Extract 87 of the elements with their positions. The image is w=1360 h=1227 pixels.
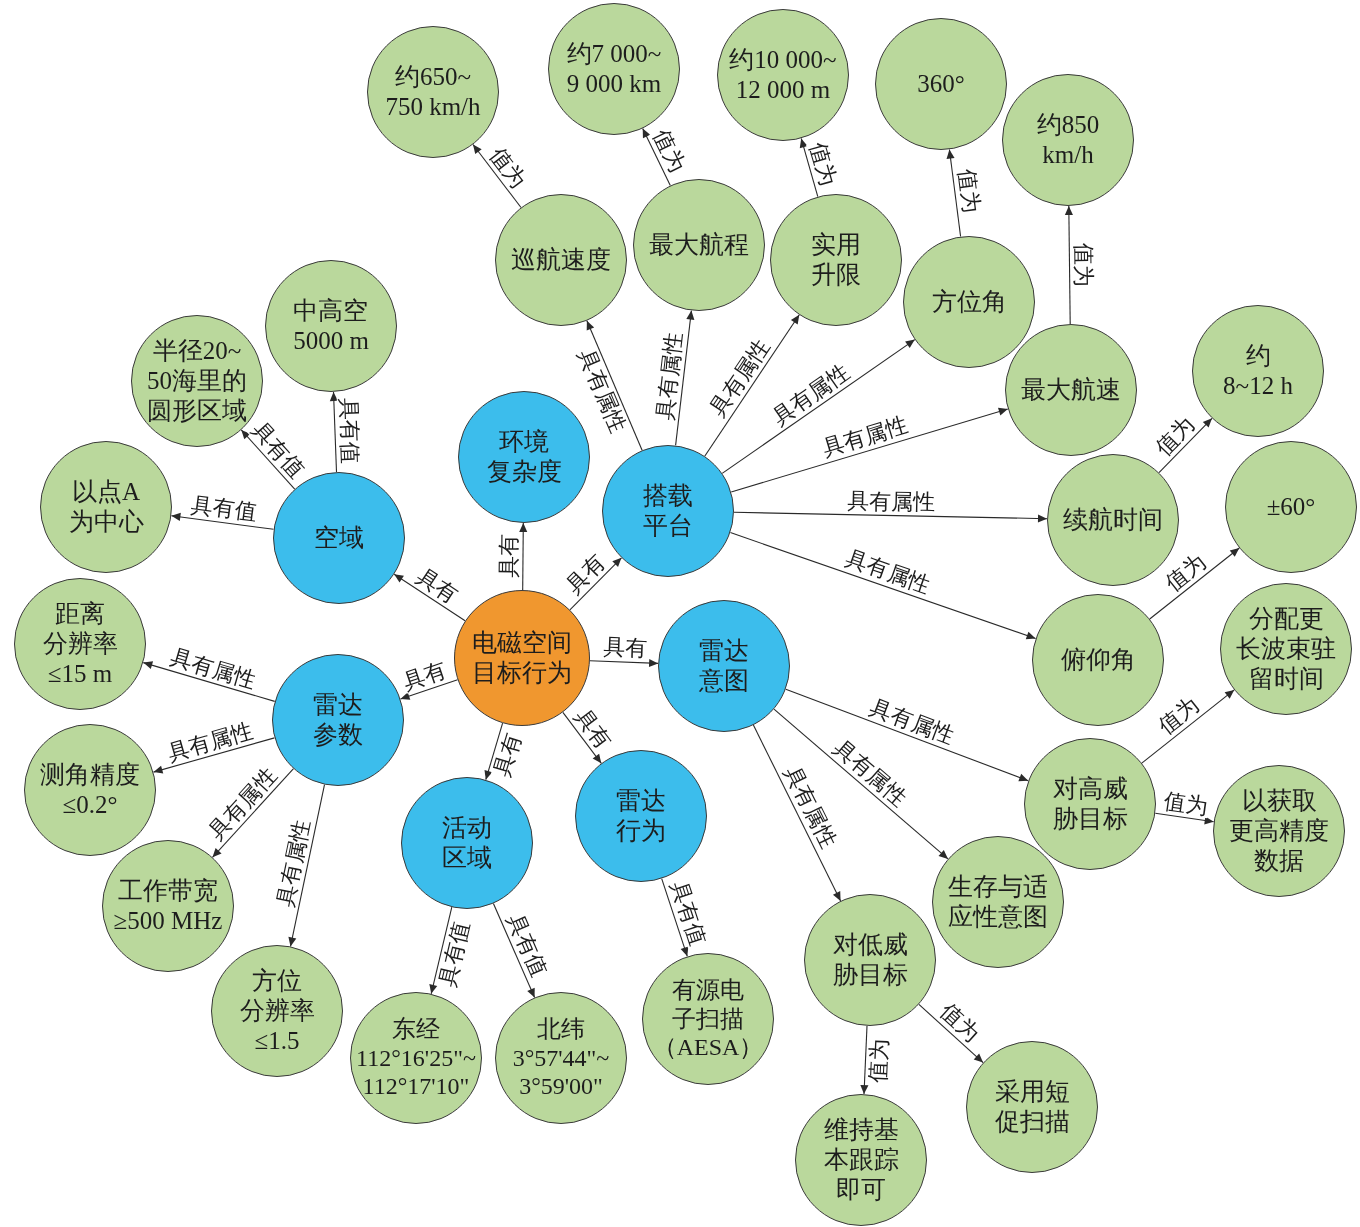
node-text: 方位角: [931, 287, 1007, 317]
edge-label: 具有属性: [653, 330, 686, 423]
arrow: [785, 688, 1029, 782]
node-text: 半径20~50海里的圆形区域: [147, 336, 247, 426]
node-text: 约650~750 km/h: [385, 62, 481, 122]
arrow: [661, 878, 689, 957]
arrow: [399, 679, 459, 700]
edge-label: 值为: [867, 1037, 892, 1085]
node-text: 空域: [314, 523, 364, 553]
node-text: 生存与适应性意图: [948, 872, 1048, 932]
arrow: [733, 511, 1048, 523]
node-text: 工作带宽≥500 MHz: [113, 876, 223, 936]
arrow: [589, 659, 659, 668]
node-text: 最大航速: [1021, 375, 1121, 405]
node-text: 约10 000~12 000 m: [729, 45, 837, 105]
arrow: [586, 320, 643, 451]
arrow: [773, 708, 949, 860]
node-text: 最大航程: [649, 230, 749, 260]
edge-label: 具有: [601, 636, 648, 660]
node-text: 北纬3°57'44"~3°59'00": [512, 1014, 610, 1102]
arrow: [288, 784, 326, 947]
node-text: 电磁空间目标行为: [472, 628, 572, 688]
node-text: 维持基本跟踪即可: [823, 1115, 899, 1205]
edge-label: 具有值: [189, 493, 260, 524]
node-text: 搭载平台: [643, 481, 693, 541]
arrow: [329, 391, 338, 473]
node-text: 雷达行为: [616, 786, 666, 846]
node-text: 以获取更高精度数据: [1229, 786, 1329, 876]
node-text: 中高空5000 m: [293, 296, 369, 356]
node-text: 环境复杂度: [486, 427, 562, 487]
node-text: 分配更长波束驻留时间: [1236, 604, 1336, 694]
node-text: 实用升限: [811, 230, 861, 290]
edge-label: 具有: [497, 533, 521, 580]
arrow: [142, 661, 276, 702]
node-text: 活动区域: [442, 813, 492, 873]
arrow: [519, 522, 528, 591]
edge-label: 值为: [1072, 241, 1095, 288]
arrow: [721, 339, 916, 474]
arrow: [642, 127, 671, 187]
arrow: [484, 722, 504, 781]
node-text: 有源电子扫描（AESA）: [652, 975, 764, 1063]
arrow: [429, 906, 453, 995]
arrow: [472, 143, 522, 209]
arrow: [240, 429, 296, 490]
node-text: 对高威胁目标: [1052, 774, 1128, 834]
arrow: [152, 737, 276, 774]
node-text: 约8~12 h: [1223, 341, 1293, 401]
arrow: [729, 532, 1037, 640]
node-text: ±60°: [1266, 492, 1316, 522]
edge-label: 具有值: [336, 397, 362, 466]
node-text: 约7 000~9 000 km: [566, 39, 662, 99]
arrow: [562, 711, 602, 764]
arrow: [170, 512, 275, 530]
arrow: [1149, 547, 1240, 620]
node-text: 雷达意图: [699, 636, 749, 696]
arrow: [730, 407, 1009, 493]
node-text: 雷达参数: [313, 690, 363, 750]
node-text: 续航时间: [1063, 505, 1163, 535]
arrow: [752, 724, 842, 902]
arrow: [946, 148, 962, 238]
node-text: 东经112°16'25"~112°17'10": [356, 1014, 476, 1102]
edge-label: 值为: [1162, 789, 1211, 818]
node-text: 巡航速度: [511, 245, 611, 275]
node-text: 方位分辨率≤1.5: [239, 966, 315, 1056]
node-text: 采用短促扫描: [994, 1077, 1070, 1137]
arrow: [1064, 205, 1073, 325]
node-text: 以点A为中心: [68, 477, 144, 537]
edge-label: 具有属性: [845, 489, 936, 514]
arrow: [704, 314, 800, 457]
arrow: [799, 137, 819, 198]
arrow: [918, 1003, 984, 1064]
arrow: [492, 902, 536, 999]
node-text: 俯仰角: [1060, 645, 1136, 675]
node-text: 对低威胁目标: [832, 930, 908, 990]
arrow: [211, 768, 295, 858]
arrow: [860, 1025, 869, 1095]
node-text: 距离分辨率≤15 m: [42, 599, 118, 689]
arrow: [1158, 417, 1213, 474]
node-text: 测角精度≤0.2°: [40, 760, 140, 820]
edge-label: 具有值: [436, 918, 474, 990]
arrow: [1154, 812, 1215, 825]
node-text: 约850 km/h: [1036, 110, 1100, 170]
node-text: 360°: [917, 69, 965, 99]
arrow: [393, 573, 466, 622]
arrow: [1141, 689, 1235, 764]
arrow: [675, 310, 695, 446]
arrow: [569, 557, 623, 611]
